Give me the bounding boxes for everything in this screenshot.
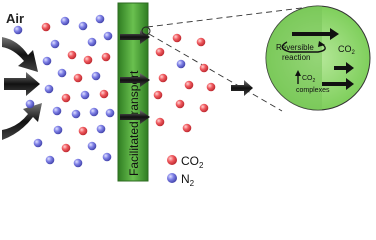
legend: CO2 N2 bbox=[167, 154, 204, 188]
feed-arrow-middle bbox=[4, 72, 40, 96]
co2-molecule bbox=[83, 55, 93, 65]
co2-molecule bbox=[184, 80, 194, 90]
co2-molecule bbox=[73, 73, 83, 83]
co2-molecule bbox=[41, 22, 51, 32]
co2-molecule bbox=[158, 73, 168, 83]
n2-molecule bbox=[103, 31, 113, 41]
legend-n2-swatch bbox=[167, 173, 177, 183]
co2-molecule bbox=[153, 90, 163, 100]
feed-molecules bbox=[13, 14, 115, 168]
n2-molecule bbox=[13, 25, 23, 35]
co2-molecule bbox=[172, 33, 182, 43]
n2-molecule bbox=[45, 155, 55, 165]
zoom-line-bottom bbox=[148, 33, 283, 112]
n2-molecule bbox=[78, 21, 88, 31]
n2-molecule bbox=[53, 125, 63, 135]
feed-arrows bbox=[2, 37, 42, 140]
permeate-arrow bbox=[231, 80, 253, 96]
co2-molecule bbox=[155, 47, 165, 57]
membrane-label: Facilitated transport bbox=[127, 70, 141, 176]
n2-molecule bbox=[33, 138, 43, 148]
co2-molecule bbox=[155, 117, 165, 127]
zoom-co2-product: CO2 bbox=[338, 44, 356, 56]
zoom-arrow-right-2 bbox=[322, 78, 354, 90]
n2-molecule bbox=[176, 59, 186, 69]
co2-molecule bbox=[67, 50, 77, 60]
feed-arrow-top bbox=[2, 37, 38, 72]
zoom-line-top bbox=[146, 5, 319, 28]
co2-molecule bbox=[199, 63, 209, 73]
co2-molecule bbox=[61, 93, 71, 103]
n2-molecule bbox=[42, 56, 52, 66]
co2-molecule bbox=[101, 52, 111, 62]
n2-molecule bbox=[105, 108, 115, 118]
co2-molecule bbox=[206, 82, 216, 92]
legend-co2-label: CO2 bbox=[181, 154, 204, 170]
n2-molecule bbox=[60, 16, 70, 26]
zoom-source-marker bbox=[141, 26, 151, 36]
n2-molecule bbox=[95, 14, 105, 24]
co2-molecule bbox=[99, 89, 109, 99]
n2-molecule bbox=[89, 107, 99, 117]
n2-molecule bbox=[71, 109, 81, 119]
reaction-label-line2: reaction bbox=[282, 53, 310, 62]
n2-molecule bbox=[91, 71, 101, 81]
n2-molecule bbox=[25, 99, 35, 109]
co2-molecule bbox=[175, 99, 185, 109]
co2-molecule bbox=[61, 143, 71, 153]
n2-molecule bbox=[52, 106, 62, 116]
air-label: Air bbox=[6, 11, 24, 26]
n2-molecule bbox=[102, 152, 112, 162]
feed-arrow-bottom bbox=[2, 103, 42, 140]
complexes-label-line2: complexes bbox=[296, 87, 330, 94]
n2-molecule bbox=[87, 37, 97, 47]
reaction-loop-icon bbox=[281, 41, 326, 53]
zoom-arrow-right-1 bbox=[334, 62, 354, 74]
n2-molecule bbox=[73, 158, 83, 168]
co2-molecule bbox=[182, 123, 192, 133]
complex-up-arrowhead bbox=[295, 70, 301, 76]
complexes-label-line1: CO2 bbox=[302, 75, 316, 84]
permeate-molecules bbox=[153, 33, 216, 133]
n2-molecule bbox=[87, 141, 97, 151]
reaction-label-line1: Reversible bbox=[276, 43, 314, 52]
n2-molecule bbox=[96, 124, 106, 134]
n2-molecule bbox=[57, 68, 67, 78]
legend-n2-label: N2 bbox=[181, 172, 195, 188]
co2-molecule bbox=[199, 103, 209, 113]
co2-molecule bbox=[196, 37, 206, 47]
transport-arrow bbox=[120, 110, 150, 124]
transport-arrow bbox=[120, 73, 150, 87]
zoom-detail: Reversible reaction CO2 CO2 complexes bbox=[265, 5, 371, 111]
zoom-arrow-top bbox=[292, 28, 339, 40]
n2-molecule bbox=[44, 84, 54, 94]
reaction-loop-arrowhead bbox=[318, 41, 325, 47]
facilitated-transport-diagram: Air bbox=[2, 2, 371, 188]
n2-molecule bbox=[50, 39, 60, 49]
n2-molecule bbox=[80, 90, 90, 100]
co2-molecule bbox=[78, 126, 88, 136]
legend-co2-swatch bbox=[167, 155, 177, 165]
